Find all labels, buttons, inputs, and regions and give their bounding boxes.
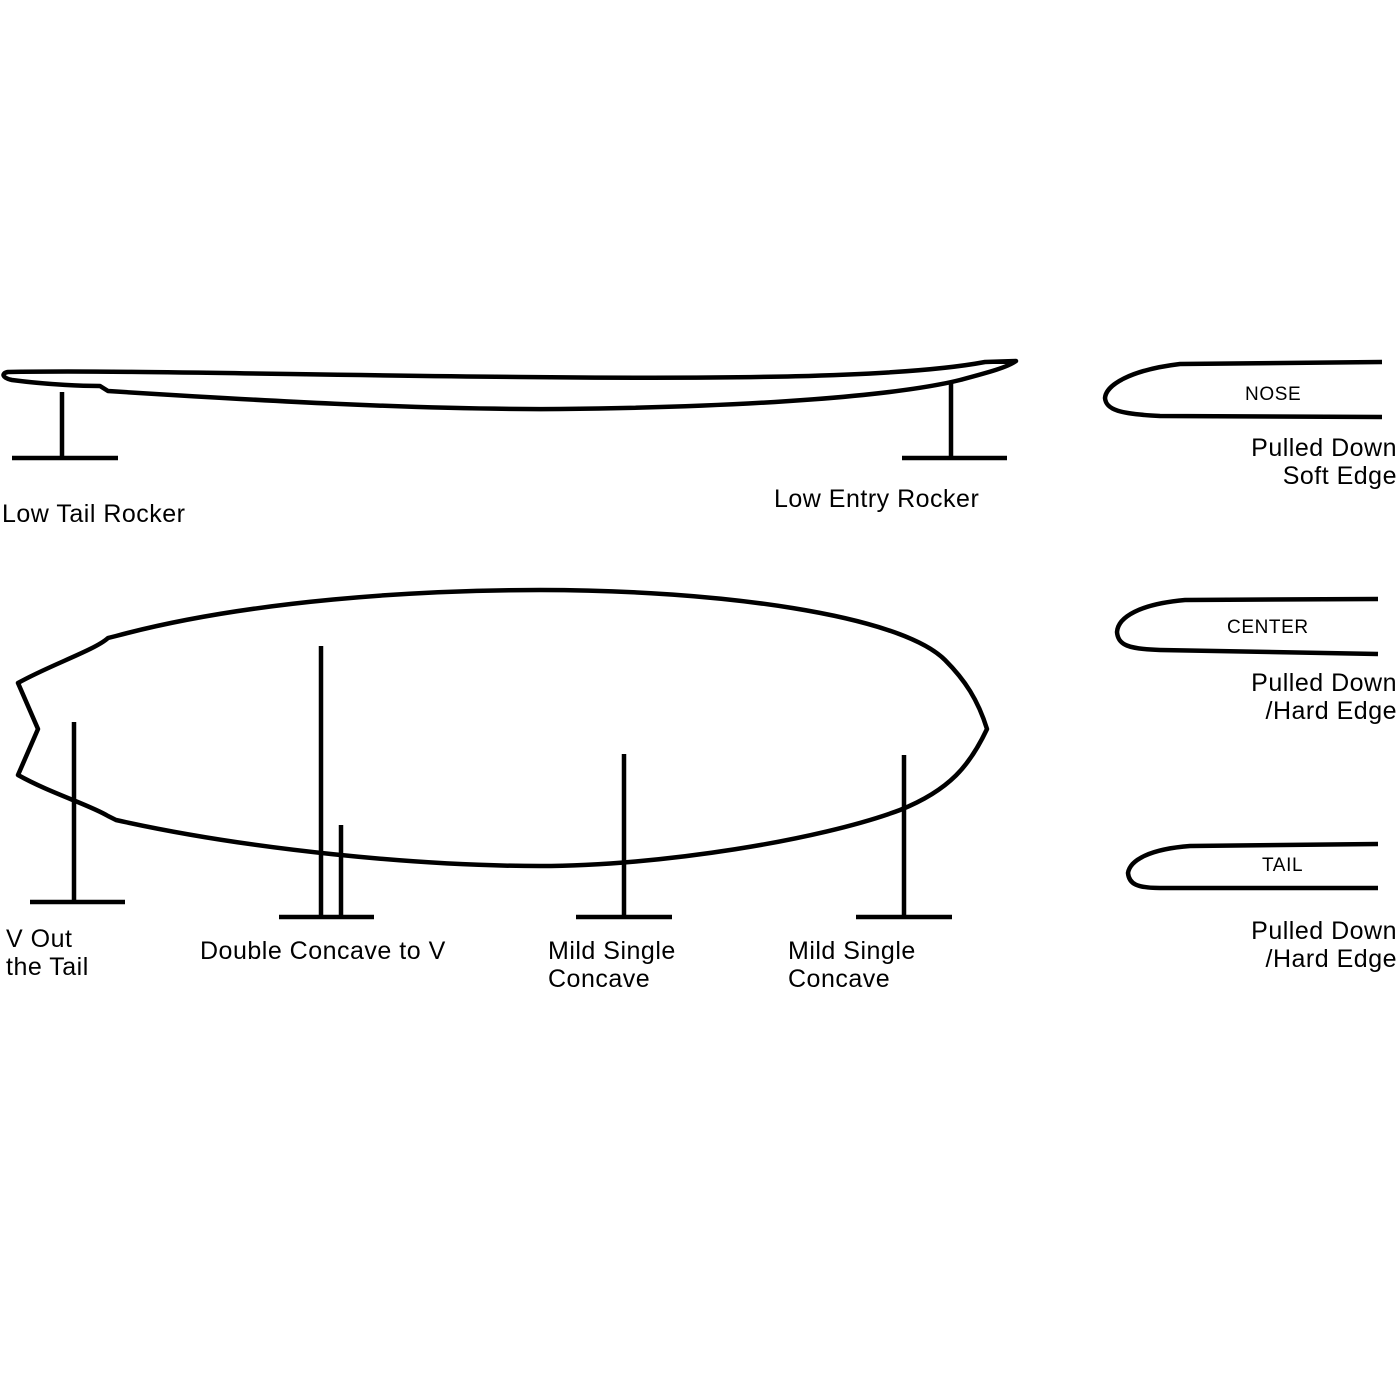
entry-rocker-label: Low Entry Rocker bbox=[774, 485, 979, 513]
tail-rail-name: TAIL bbox=[1262, 855, 1303, 876]
rail-profiles: NOSE Pulled Down Soft Edge CENTER Pulled… bbox=[1102, 359, 1397, 973]
board-plan-outline bbox=[15, 587, 990, 869]
center-rail-shape bbox=[1114, 596, 1379, 657]
tail-rail-shape bbox=[1125, 841, 1379, 891]
nose-rail-label-line1: Pulled Down bbox=[1251, 434, 1397, 462]
mid-concave-label-line1: Mild Single bbox=[548, 937, 676, 965]
nose-rail-label-line2: Soft Edge bbox=[1283, 462, 1397, 490]
double-concave-label: Double Concave to V bbox=[200, 937, 446, 965]
rocker-profile: Low Tail Rocker Low Entry Rocker bbox=[1, 358, 1019, 528]
center-rail-label-line1: Pulled Down bbox=[1251, 669, 1397, 697]
v-tail-label-line2: the Tail bbox=[6, 953, 89, 981]
nose-rail-shape bbox=[1102, 359, 1383, 420]
nose-rail-name: NOSE bbox=[1245, 384, 1301, 405]
bottom-outline: V Out the Tail Double Concave to V Mild … bbox=[6, 587, 990, 993]
nose-concave-label-line1: Mild Single bbox=[788, 937, 916, 965]
nose-concave-label-line2: Concave bbox=[788, 965, 890, 993]
board-side-outline bbox=[1, 358, 1019, 412]
tail-rail-label-line2: /Hard Edge bbox=[1266, 945, 1397, 973]
center-rail-name: CENTER bbox=[1227, 617, 1309, 638]
v-tail-label-line1: V Out bbox=[6, 925, 72, 953]
center-rail-label-line2: /Hard Edge bbox=[1266, 697, 1397, 725]
tail-rocker-label: Low Tail Rocker bbox=[2, 500, 186, 528]
mid-concave-label-line2: Concave bbox=[548, 965, 650, 993]
tail-rail-label-line1: Pulled Down bbox=[1251, 917, 1397, 945]
